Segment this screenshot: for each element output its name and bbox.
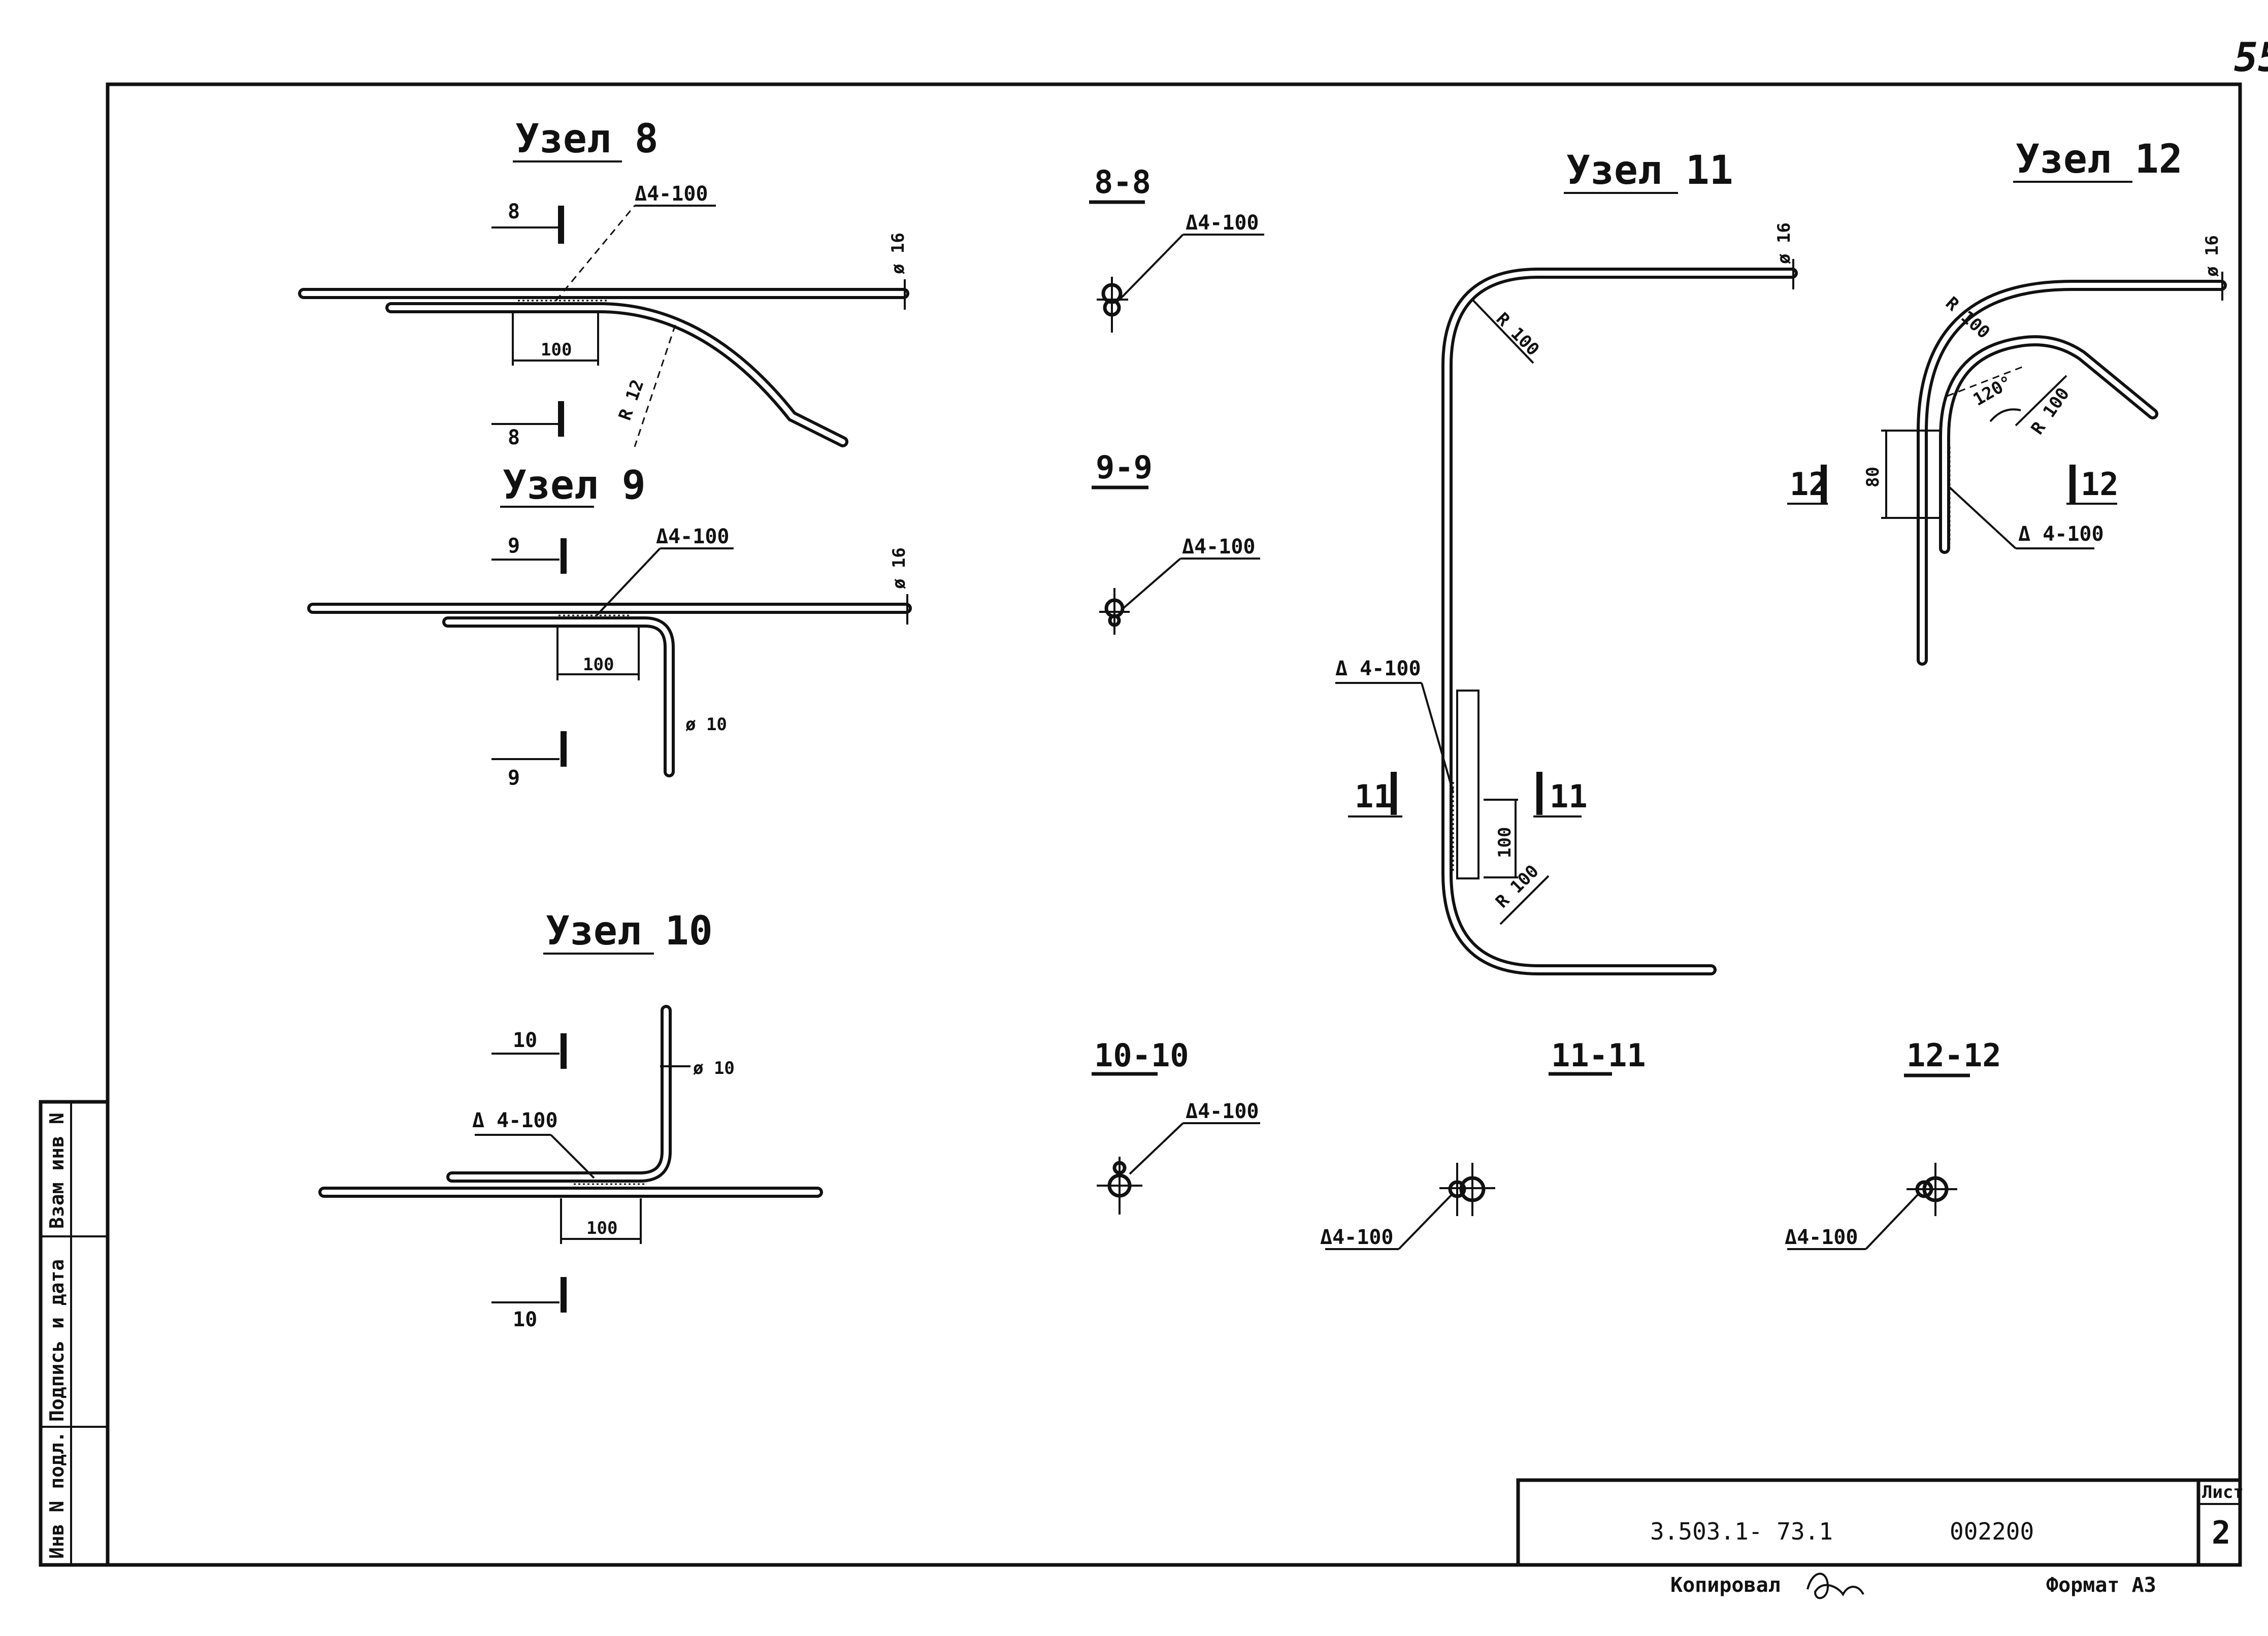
section-8-8-weld: Δ4-100 <box>1186 211 1259 235</box>
node-12-angle: 120° <box>1970 372 2016 410</box>
section-10-10-label: 10-10 <box>1094 1037 1189 1074</box>
section-12-12-weld: Δ4-100 <box>1785 1226 1858 1249</box>
node-10-length: 100 <box>586 1218 617 1238</box>
node-10-weld: Δ 4-100 <box>472 1109 558 1132</box>
node-11: Узел 11 ø 16 R 100 100 R 100 Δ 4-100 11 … <box>1335 148 1798 975</box>
copied-by-label: Копировал <box>1670 1574 1781 1597</box>
node-12: Узел 12 ø 16 R 100 R 100 120° 80 Δ 4-100… <box>1787 137 2227 666</box>
sheet-label: Лист <box>2202 1482 2244 1502</box>
node-11-radius-bottom: R 100 <box>1492 861 1543 912</box>
node-9-diameter-main: ø 16 <box>889 547 909 589</box>
node-11-section-left: 11 <box>1355 778 1393 815</box>
node-9-weld: Δ4-100 <box>656 525 730 548</box>
section-9-9-label: 9-9 <box>1096 449 1153 486</box>
title-block: 3.503.1- 73.1 002200 Лист 2 <box>1516 1478 2244 1567</box>
node-11-length: 100 <box>1495 827 1515 858</box>
stamp-inv-number: Инв N подл. <box>46 1431 68 1559</box>
node-8-title: Узел 8 <box>515 116 659 162</box>
section-8-8: 8-8 Δ4-100 <box>1089 163 1264 333</box>
stamp-signature-date: Подпись и дата <box>46 1259 68 1422</box>
node-12-diameter: ø 16 <box>2202 235 2222 277</box>
node-8-section-bottom: 8 <box>508 426 520 449</box>
section-9-9: 9-9 Δ4-100 <box>1092 449 1260 635</box>
node-9-section-bottom: 9 <box>508 766 520 790</box>
node-8-weld: Δ4-100 <box>635 182 708 206</box>
sheet-code: 002200 <box>1950 1518 2034 1545</box>
section-11-11: 11-11 Δ4-100 <box>1320 1037 1646 1250</box>
node-12-length: 80 <box>1863 467 1883 487</box>
section-11-11-weld: Δ4-100 <box>1320 1226 1394 1249</box>
section-10-10-weld: Δ4-100 <box>1186 1100 1259 1123</box>
section-10-10: 10-10 Δ4-100 <box>1092 1037 1260 1215</box>
sheet-frame <box>106 82 2242 1567</box>
format-label: Формат А3 <box>2046 1574 2156 1597</box>
node-10: Узел 10 100 ø 10 Δ 4-100 10 10 <box>318 908 823 1331</box>
node-11-radius-top: R 100 <box>1492 309 1543 360</box>
node-8-radius: R 12 <box>615 377 648 423</box>
node-10-diameter: ø 10 <box>693 1058 735 1078</box>
node-9-section-top: 9 <box>508 534 520 558</box>
node-9: Узел 9 100 ø 16 ø 10 Δ4-100 9 9 <box>307 463 912 790</box>
node-8-diameter: ø 16 <box>888 233 908 274</box>
node-9-title: Узел 9 <box>503 463 646 508</box>
node-12-title: Узел 12 <box>2016 137 2183 182</box>
stamp-replaced-inv: Взам инв N <box>46 1113 68 1229</box>
section-12-12: 12-12 Δ4-100 <box>1785 1037 2001 1250</box>
node-8-length: 100 <box>541 340 572 360</box>
copier-signature <box>1806 1573 1864 1599</box>
node-12-section-right: 12 <box>2081 466 2119 503</box>
section-12-12-label: 12-12 <box>1907 1037 2001 1074</box>
section-9-9-weld: Δ4-100 <box>1182 535 1256 559</box>
node-11-title: Узел 11 <box>1566 148 1733 193</box>
node-11-section-right: 11 <box>1550 778 1588 815</box>
node-8-section-top: 8 <box>508 200 520 223</box>
node-9-diameter-branch: ø 10 <box>685 714 727 735</box>
node-8: Узел 8 100 R 12 ø 16 Δ4-100 8 8 <box>298 116 909 449</box>
page-number: 55 <box>2234 35 2268 81</box>
node-10-title: Узел 10 <box>546 908 713 954</box>
node-10-section-bottom: 10 <box>513 1308 537 1331</box>
node-11-diameter: ø 16 <box>1774 222 1794 264</box>
node-10-section-top: 10 <box>513 1029 537 1052</box>
sheet-number: 2 <box>2212 1514 2230 1551</box>
section-11-11-label: 11-11 <box>1551 1037 1646 1074</box>
sheet-designation: 3.503.1- 73.1 <box>1650 1518 1833 1545</box>
node-12-weld: Δ 4-100 <box>2018 522 2104 546</box>
section-8-8-label: 8-8 <box>1094 163 1151 201</box>
node-9-length: 100 <box>583 655 614 675</box>
side-stamp: Инв N подл. Подпись и дата Взам инв N <box>39 1100 110 1567</box>
node-11-weld: Δ 4-100 <box>1335 657 1421 680</box>
